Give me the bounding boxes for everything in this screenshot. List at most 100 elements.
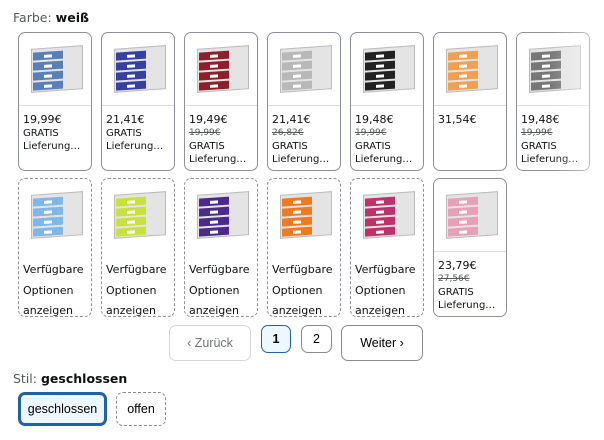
- drawer: [448, 60, 478, 71]
- color-swatch-card[interactable]: 31,54€: [433, 32, 507, 171]
- price: 19,99€: [23, 113, 62, 126]
- drawer-box: [197, 191, 249, 239]
- old-price: 19,99€: [355, 128, 387, 138]
- drawer: [116, 206, 146, 217]
- product-image: [185, 33, 257, 106]
- drawer-box: [280, 191, 332, 239]
- drawer-box: [280, 45, 332, 93]
- drawer-box: [446, 45, 498, 93]
- options-text: Optionen: [272, 283, 323, 297]
- options-text: Verfügbare: [355, 263, 416, 276]
- drawer: [33, 196, 63, 207]
- drawer-box: [446, 191, 498, 239]
- drawer: [282, 216, 312, 227]
- drawer: [33, 216, 63, 227]
- drawer: [365, 80, 395, 91]
- product-image: [19, 33, 91, 106]
- product-image: [517, 33, 589, 106]
- old-price: 19,99€: [521, 128, 553, 138]
- options-text: anzeigen: [189, 304, 240, 317]
- options-text: anzeigen: [23, 304, 74, 317]
- drawer: [448, 196, 478, 207]
- shipping: GRATIS: [189, 141, 225, 152]
- options-text: Verfügbare: [189, 263, 250, 276]
- drawer: [199, 226, 229, 237]
- drawer: [448, 206, 478, 217]
- drawer-box: [31, 45, 83, 93]
- page-1-button[interactable]: 1: [261, 325, 291, 353]
- product-image: [185, 179, 257, 252]
- drawer: [282, 60, 312, 71]
- product-image: [268, 179, 340, 252]
- product-image: [351, 33, 423, 106]
- drawer: [531, 50, 561, 61]
- prev-page-button[interactable]: ‹ Zurück: [169, 325, 251, 361]
- options-text: Optionen: [355, 283, 406, 297]
- old-price: 19,99€: [189, 128, 221, 138]
- options-text: anzeigen: [106, 304, 157, 317]
- drawer: [199, 50, 229, 61]
- drawer: [531, 60, 561, 71]
- drawer: [365, 50, 395, 61]
- shipping-detail: Lieferung…: [23, 141, 81, 152]
- product-image: [102, 179, 174, 252]
- drawer-box: [114, 191, 166, 239]
- options-text: Verfügbare: [106, 263, 167, 276]
- shipping-detail: Lieferung…: [521, 154, 579, 165]
- price: 19,49€: [189, 113, 228, 126]
- drawer: [282, 80, 312, 91]
- drawer: [33, 206, 63, 217]
- style-option-geschlossen[interactable]: geschlossen: [18, 392, 107, 426]
- drawer: [448, 216, 478, 227]
- options-text: Verfügbare: [272, 263, 333, 276]
- price: 19,48€: [355, 113, 394, 126]
- drawer: [116, 50, 146, 61]
- drawer: [365, 60, 395, 71]
- next-page-button[interactable]: Weiter ›: [341, 325, 423, 361]
- drawer: [199, 216, 229, 227]
- product-image: [434, 33, 506, 106]
- color-swatch-card[interactable]: 19,49€ 19,99€ GRATIS Lieferung…: [184, 32, 258, 171]
- drawer: [116, 216, 146, 227]
- page-2-button[interactable]: 2: [301, 325, 332, 353]
- color-label: Farbe: weiß: [13, 10, 89, 25]
- drawer: [531, 70, 561, 81]
- drawer: [116, 60, 146, 71]
- drawer: [116, 196, 146, 207]
- drawer: [365, 226, 395, 237]
- shipping-detail: Lieferung…: [272, 154, 330, 165]
- product-image: [351, 179, 423, 252]
- drawer: [448, 80, 478, 91]
- drawer: [365, 206, 395, 217]
- drawer: [116, 80, 146, 91]
- options-text: Optionen: [106, 283, 157, 297]
- drawer: [365, 196, 395, 207]
- options-text: anzeigen: [355, 304, 406, 317]
- drawer-box: [114, 45, 166, 93]
- options-text: Optionen: [189, 283, 240, 297]
- old-price: 27,56€: [438, 274, 470, 284]
- drawer: [448, 226, 478, 237]
- drawer: [33, 226, 63, 237]
- product-image: [268, 33, 340, 106]
- style-option-offen[interactable]: offen: [116, 392, 166, 426]
- drawer: [531, 80, 561, 91]
- shipping-detail: Lieferung…: [189, 154, 247, 165]
- drawer-box: [197, 45, 249, 93]
- price: 21,41€: [106, 113, 145, 126]
- product-image: [434, 179, 506, 252]
- shipping: GRATIS: [355, 141, 391, 152]
- shipping-detail: Lieferung…: [438, 300, 496, 311]
- options-text: anzeigen: [272, 304, 323, 317]
